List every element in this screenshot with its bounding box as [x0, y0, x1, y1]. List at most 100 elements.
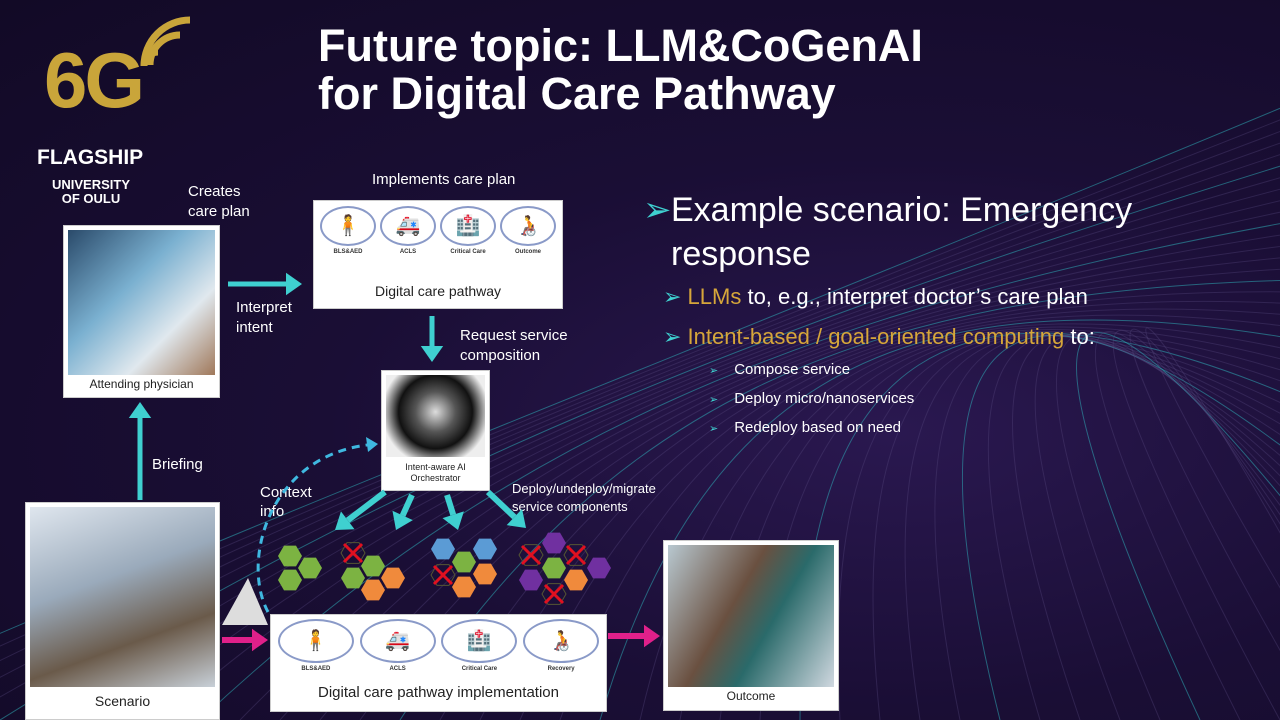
wave-line	[904, 335, 1280, 720]
arrow-deploy-3-head	[442, 511, 464, 530]
pathway-step: 🧍 BLS&AED	[320, 206, 376, 256]
orchestrator-panel: Intent-aware AI Orchestrator	[381, 370, 490, 491]
hexagon	[278, 569, 302, 591]
wave-line	[399, 280, 1280, 720]
step-label: Recovery	[547, 666, 575, 672]
bullet-arrow-icon: ➢	[709, 423, 719, 435]
bullet-arrow-icon: ➢	[663, 284, 688, 309]
arrow-to-pathway-head	[286, 272, 302, 296]
wave-line	[319, 257, 1280, 720]
hexagon	[431, 538, 455, 560]
physician-caption: Attending physician	[89, 377, 194, 391]
step-label: BLS&AED	[333, 249, 363, 255]
hexagon	[563, 544, 589, 566]
bullet-item: ➢Deploy micro/nanoservices	[709, 390, 915, 407]
wave-line	[279, 246, 1280, 720]
bullet-arrow-icon: ➢	[643, 191, 672, 229]
hexagon	[381, 567, 405, 589]
wave-line	[439, 291, 1280, 720]
wave-line	[962, 335, 1280, 720]
step-icon: 🧍	[320, 206, 376, 246]
pathway-caption: Digital care pathway	[374, 283, 502, 299]
ai-head-image	[386, 375, 485, 457]
creates-care-plan-label: Creates care plan	[188, 183, 250, 220]
hexagon	[298, 557, 322, 579]
hexagon	[473, 538, 497, 560]
step-label: ACLS	[399, 249, 417, 255]
context-info-arrow-head	[366, 437, 378, 452]
hexagon	[361, 555, 385, 577]
step-label: Critical Care	[461, 666, 498, 672]
bullet-arrow-icon: ➢	[709, 394, 719, 406]
signal-cone-icon	[222, 578, 268, 625]
wave-line	[0, 107, 1280, 634]
wave-line	[1034, 333, 1280, 720]
step-icon: 🧍	[277, 619, 354, 663]
pathway-step: 🚑ACLS	[380, 206, 436, 256]
hexagon	[452, 576, 476, 598]
bullet-arrow-icon: ➢	[663, 324, 688, 349]
hexagon	[341, 567, 365, 589]
step-icon: 🏥	[441, 619, 518, 663]
step-label: Outcome	[514, 249, 541, 255]
pathway-step: 🚑ACLS	[359, 619, 436, 673]
signal-icon	[140, 16, 195, 76]
removed-x-icon	[342, 542, 364, 564]
pathway-step: 🧑‍🦽 Recovery	[523, 619, 600, 673]
step-label: ACLS	[389, 666, 406, 672]
physician-image	[68, 230, 215, 375]
request-service-label: Request service composition	[460, 327, 568, 364]
step-label: Critical Care	[450, 249, 486, 255]
arrow-deploy-4	[485, 489, 517, 520]
wave-line	[1112, 330, 1280, 720]
hexagon	[542, 532, 566, 554]
interpret-intent-label: Interpret intent	[236, 299, 292, 336]
wave-line	[239, 234, 1280, 720]
wave-line	[1012, 334, 1280, 720]
arrow-deploy-2-head	[392, 510, 413, 530]
wave-line	[872, 334, 1280, 720]
wave-line	[934, 335, 1280, 720]
bullet-main: ➢Example scenario: Emergency response	[643, 188, 1243, 276]
hexagon	[452, 551, 476, 573]
wave-line	[199, 223, 1280, 720]
bullet-llms: ➢ LLMs to, e.g., interpret doctor’s care…	[663, 284, 1088, 309]
scenario-caption: Scenario	[94, 693, 151, 709]
hexagon	[541, 583, 567, 605]
logo-flagship: FLAGSHIP	[37, 146, 144, 169]
wave-line	[987, 335, 1280, 720]
briefing-label: Briefing	[152, 456, 203, 473]
arrow-implementation-to-outcome-head	[644, 624, 660, 648]
arrow-deploy-1	[345, 489, 387, 523]
hexagon	[340, 542, 366, 564]
pathway-step: 🧑‍🦽 Outcome	[500, 206, 556, 256]
hexagon	[564, 569, 588, 591]
arrow-scenario-to-implementation-head	[252, 628, 268, 652]
pathway-step: 🏥Critical Care	[440, 206, 496, 256]
wave-line	[559, 314, 1280, 720]
wave-line	[599, 319, 1280, 720]
arrow-deploy-1-head	[335, 511, 355, 530]
bullet-intent: ➢ Intent-based / goal-oriented computing…	[663, 324, 1095, 349]
hexagon	[518, 544, 544, 566]
pathway-step: 🧍 BLS&AED	[277, 619, 354, 673]
hexagon	[587, 557, 611, 579]
wave-line	[359, 268, 1280, 720]
logo-6g: 6G	[44, 36, 145, 124]
arrow-deploy-4-head	[506, 508, 526, 528]
step-label: BLS&AED	[301, 666, 331, 672]
hexagon	[473, 563, 497, 585]
step-icon: 🧑‍🦽	[500, 206, 556, 246]
outcome-caption: Outcome	[726, 689, 776, 703]
step-icon: 🧑‍🦽	[523, 619, 600, 663]
hexagon	[278, 545, 302, 567]
wave-line	[1129, 328, 1280, 652]
pathway-step: 🏥 Critical Care	[441, 619, 518, 673]
arrow-to-orchestrator-head	[420, 346, 444, 362]
hexagon	[361, 579, 385, 601]
wave-line	[1076, 332, 1280, 720]
implementation-caption: Digital care pathway implementation	[318, 684, 559, 701]
context-info-dashed-arrow	[256, 442, 379, 613]
